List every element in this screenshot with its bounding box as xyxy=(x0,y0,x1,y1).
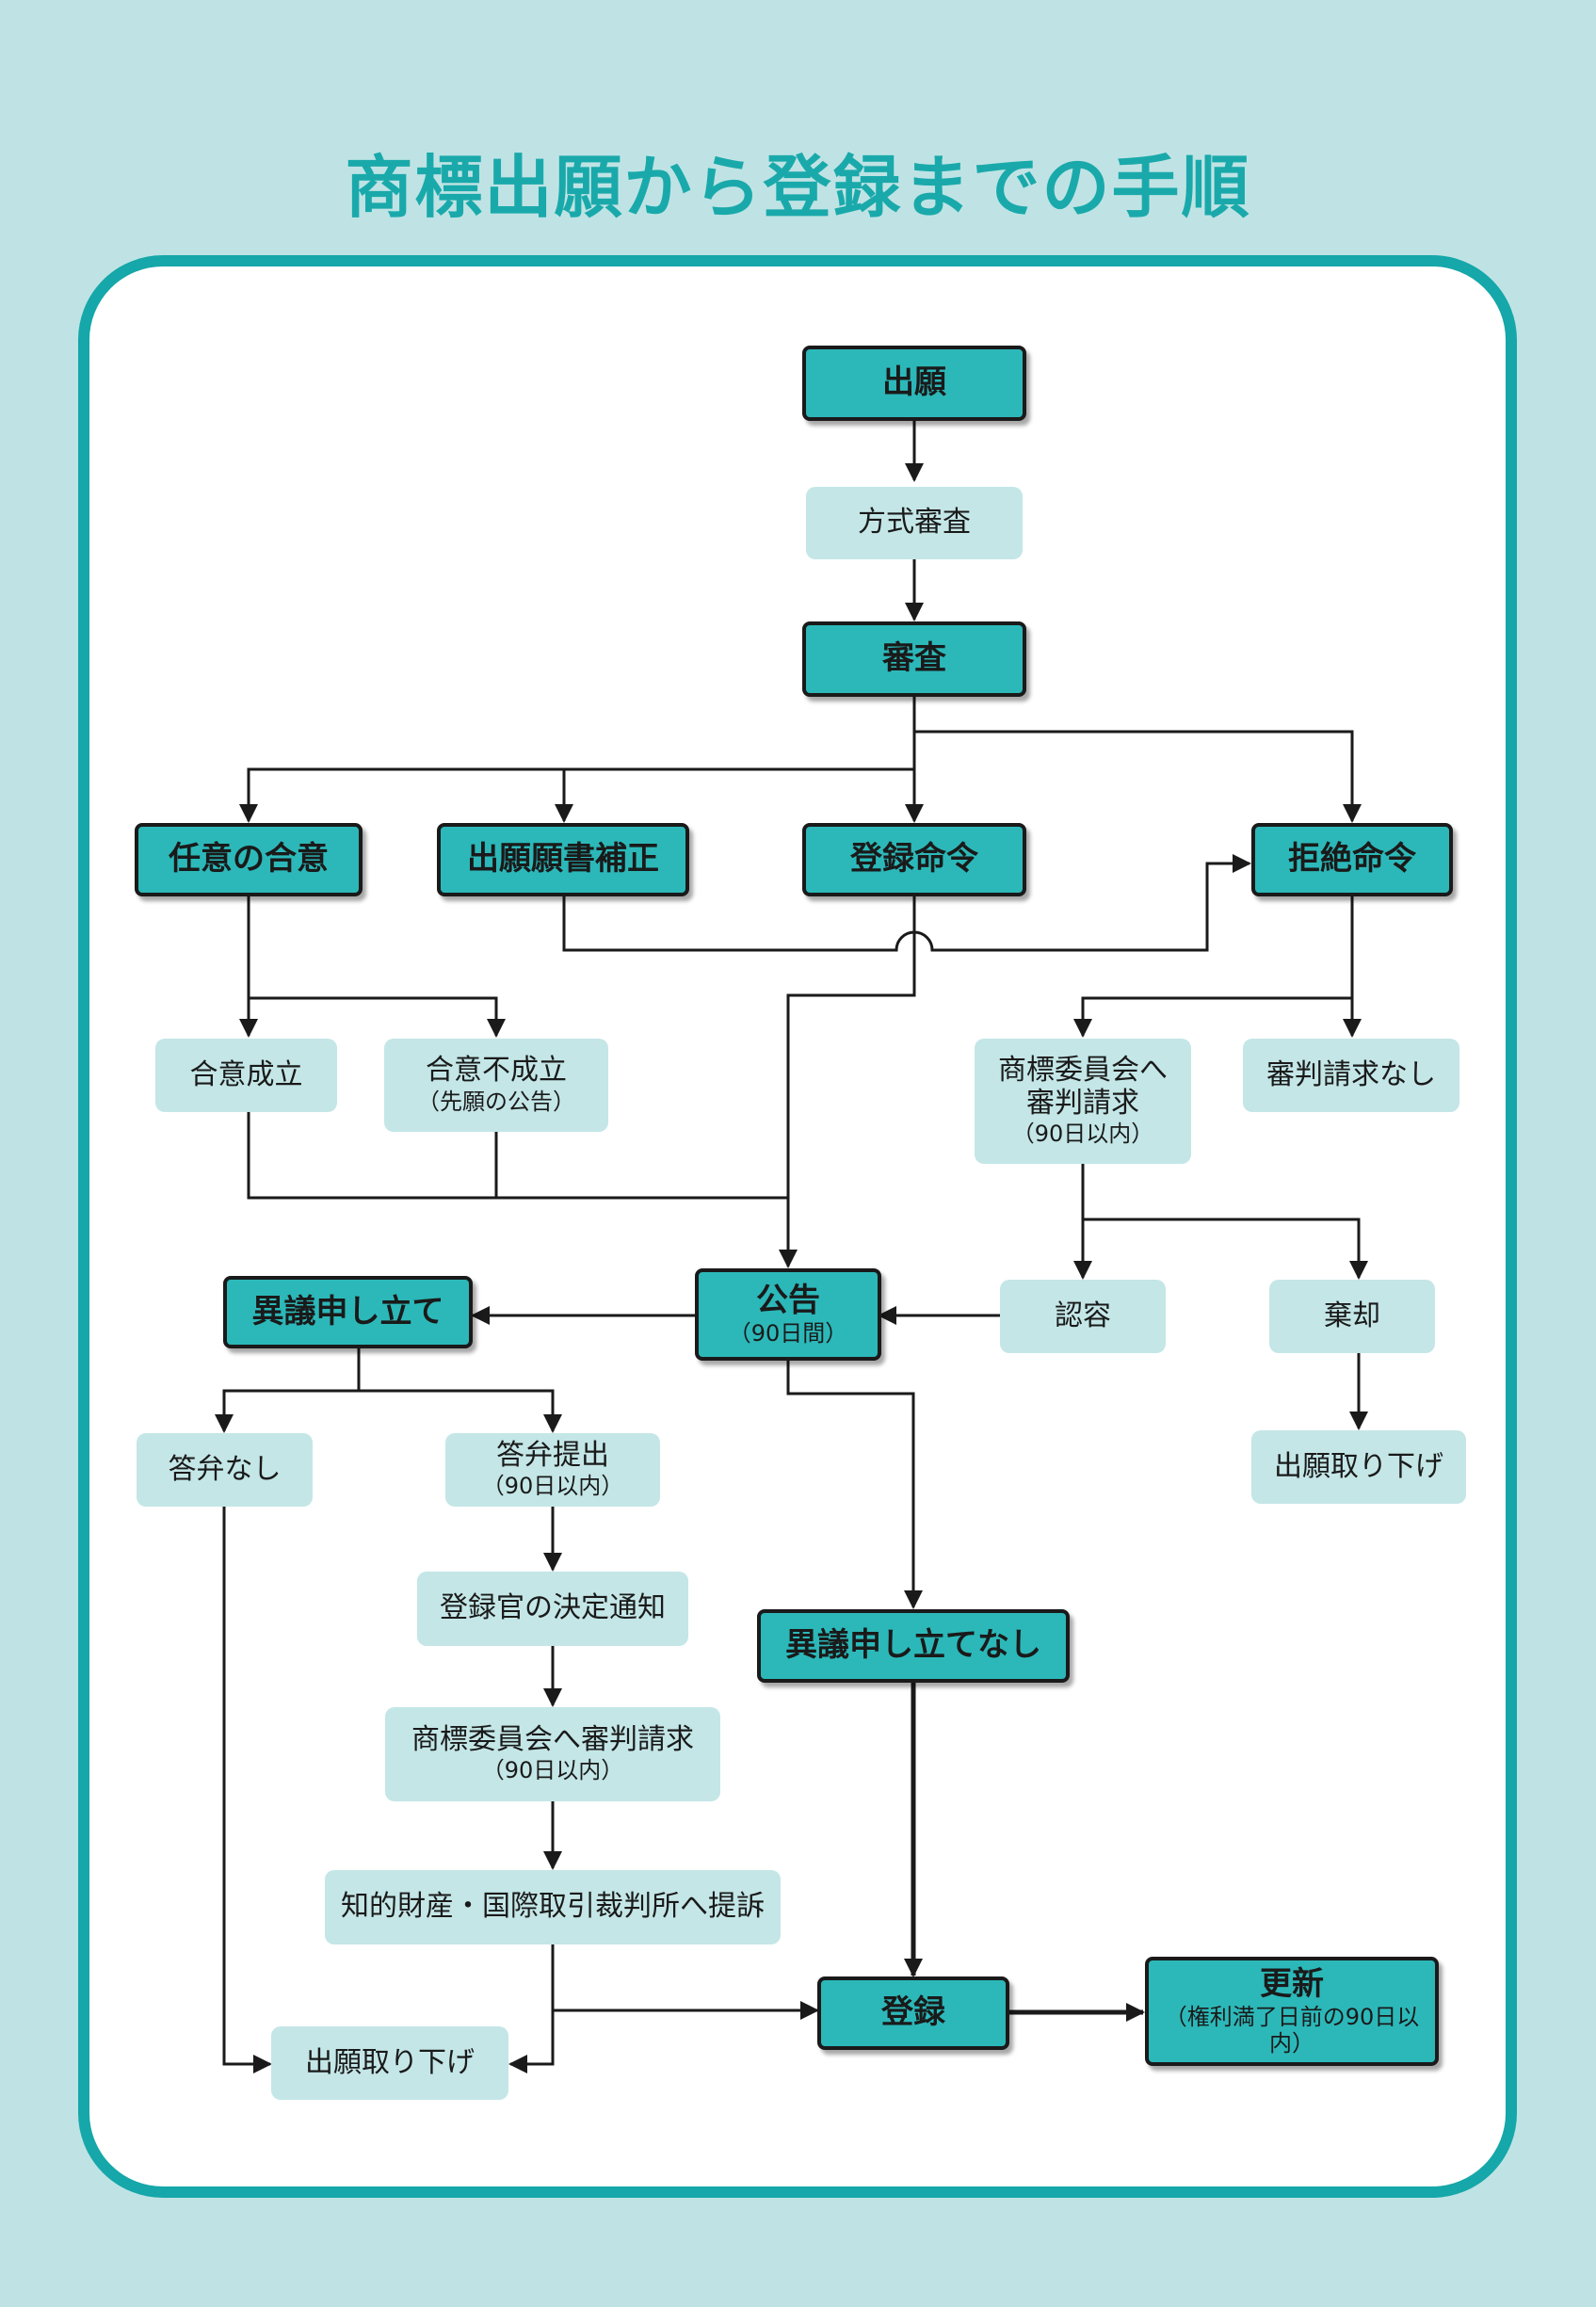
arrow-register-order-to-publication xyxy=(779,896,916,1268)
page-title: 商標出願から登録までの手順 xyxy=(345,148,1251,227)
node-examination: 審査 xyxy=(802,621,1026,697)
node-registration-order: 登録命令 xyxy=(802,823,1026,896)
arrow-voluntary-to-not-agreed xyxy=(249,996,506,1038)
node-no-reply-label: 答弁なし xyxy=(168,1452,282,1486)
node-appeal-board-2-label: 商標委員会へ審判請求 xyxy=(411,1722,694,1756)
arrow-amendment-to-rejection xyxy=(562,854,1251,952)
node-renewal-sub: （権利満了日前の90日以内） xyxy=(1164,2003,1420,2057)
node-appeal-board-2-sub: （90日以内） xyxy=(481,1757,624,1784)
line-agreement-merge xyxy=(247,1112,788,1200)
node-withdraw-right-label: 出願取り下げ xyxy=(1274,1449,1443,1483)
node-registration-order-label: 登録命令 xyxy=(850,840,978,879)
node-appeal-board-1-label1: 商標委員会へ xyxy=(998,1054,1168,1088)
node-application: 出願 xyxy=(802,346,1026,421)
node-no-appeal: 審判請求なし xyxy=(1243,1039,1459,1112)
node-agreement-reached: 合意成立 xyxy=(155,1039,337,1112)
node-agreement-failed: 合意不成立 （先願の公告） xyxy=(384,1039,608,1132)
arrow-lawsuit-to-withdraw xyxy=(508,1944,555,2073)
arrow-opposition-to-reply xyxy=(359,1389,562,1433)
arrow-no-reply-to-withdraw xyxy=(222,1507,272,2073)
arrow-opposition-to-no-reply xyxy=(215,1348,361,1433)
node-no-opposition-label: 異議申し立てなし xyxy=(785,1626,1041,1665)
node-rejection-order-label: 拒絶命令 xyxy=(1288,840,1416,879)
node-rejection-order: 拒絶命令 xyxy=(1251,823,1453,896)
node-registrar-decision: 登録官の決定通知 xyxy=(417,1572,688,1646)
node-renewal-label: 更新 xyxy=(1260,1964,1324,2003)
node-dismissal-label: 棄却 xyxy=(1324,1299,1380,1332)
node-examination-label: 審査 xyxy=(882,639,946,678)
node-approval: 認容 xyxy=(1000,1280,1166,1353)
node-publication-label: 公告 xyxy=(756,1281,820,1319)
node-registration: 登録 xyxy=(817,1976,1009,2050)
node-renewal: 更新 （権利満了日前の90日以内） xyxy=(1145,1957,1439,2066)
node-withdraw-right: 出願取り下げ xyxy=(1251,1430,1466,1504)
node-formality-exam-label: 方式審査 xyxy=(858,506,971,540)
node-agreement-failed-sub: （先願の公告） xyxy=(417,1088,575,1115)
node-reply-submitted-sub: （90日以内） xyxy=(481,1473,624,1500)
arrow-appeal-to-dismissal xyxy=(1083,1218,1368,1280)
node-voluntary-agreement-label: 任意の合意 xyxy=(169,840,329,879)
node-application-amendment-label: 出願願書補正 xyxy=(467,840,659,879)
node-formality-exam: 方式審査 xyxy=(806,487,1023,559)
node-registrar-decision-label: 登録官の決定通知 xyxy=(440,1591,666,1625)
node-withdraw-left: 出願取り下げ xyxy=(271,2026,508,2100)
node-no-appeal-label: 審判請求なし xyxy=(1266,1057,1436,1091)
node-application-label: 出願 xyxy=(882,363,946,402)
node-opposition-label: 異議申し立て xyxy=(251,1292,444,1331)
node-appeal-board-1: 商標委員会へ 審判請求 （90日以内） xyxy=(975,1039,1191,1164)
arrow-exam-to-rejection xyxy=(914,730,1362,823)
node-agreement-reached-label: 合意成立 xyxy=(189,1057,303,1091)
node-voluntary-agreement: 任意の合意 xyxy=(135,823,363,896)
node-agreement-failed-label: 合意不成立 xyxy=(426,1054,567,1088)
arrow-exam-to-voluntary xyxy=(239,767,914,823)
node-reply-submitted-label: 答弁提出 xyxy=(496,1438,609,1472)
node-court-lawsuit-label: 知的財産・国際取引裁判所へ提訴 xyxy=(341,1890,765,1924)
arrow-publication-to-no-opposition xyxy=(786,1361,923,1609)
node-no-reply: 答弁なし xyxy=(137,1433,313,1507)
flowchart-frame xyxy=(78,255,1517,2198)
node-reply-submitted: 答弁提出 （90日以内） xyxy=(445,1433,660,1507)
node-publication: 公告 （90日間） xyxy=(695,1268,881,1361)
node-withdraw-left-label: 出願取り下げ xyxy=(305,2045,475,2079)
node-appeal-board-1-label2: 審判請求 xyxy=(1026,1086,1139,1120)
node-application-amendment: 出願願書補正 xyxy=(437,823,689,896)
node-court-lawsuit: 知的財産・国際取引裁判所へ提訴 xyxy=(325,1870,781,1944)
node-no-opposition: 異議申し立てなし xyxy=(757,1609,1070,1683)
node-approval-label: 認容 xyxy=(1055,1299,1111,1332)
arrow-rejection-to-appeal xyxy=(1073,896,1354,1038)
node-appeal-board-2: 商標委員会へ審判請求 （90日以内） xyxy=(385,1707,720,1801)
node-opposition: 異議申し立て xyxy=(223,1276,473,1348)
node-appeal-board-1-sub: （90日以内） xyxy=(1011,1121,1154,1148)
node-dismissal: 棄却 xyxy=(1269,1280,1435,1353)
node-registration-label: 登録 xyxy=(881,1993,945,2032)
node-publication-sub: （90日間） xyxy=(728,1319,848,1347)
